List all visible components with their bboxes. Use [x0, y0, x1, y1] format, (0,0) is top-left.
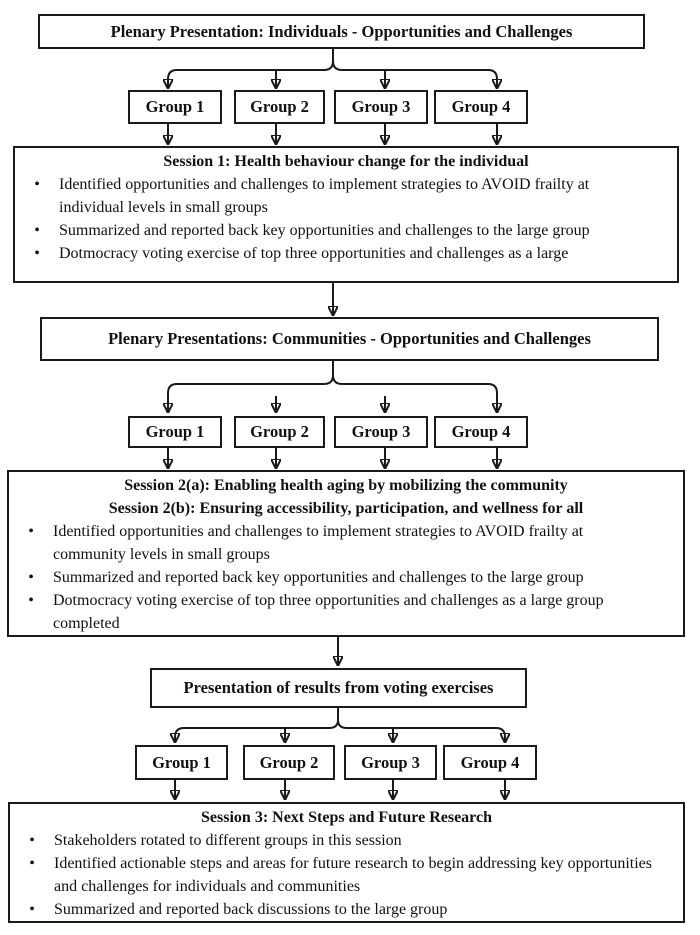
group-box-row1-3: Group 3 [334, 90, 428, 124]
bullet-marker: • [34, 222, 40, 239]
group-box-row1-1: Group 1 [128, 90, 222, 124]
bullet-text: Summarized and reported back key opportu… [59, 222, 590, 239]
bullet-item: • Identified actionable steps and areas … [10, 852, 683, 898]
group-label: Group 3 [351, 97, 411, 116]
bullet-marker: • [34, 245, 40, 262]
group-box-row3-3: Group 3 [344, 745, 437, 780]
group-box-row2-3: Group 3 [334, 416, 428, 448]
group-label: Group 4 [451, 97, 511, 116]
voting-results-title: Presentation of results from voting exer… [183, 678, 494, 698]
bullet-text: Dotmocracy voting exercise of top three … [59, 245, 569, 262]
fork-arrow [332, 49, 497, 89]
bullet-marker: • [28, 523, 34, 540]
group-box-row1-2: Group 2 [234, 90, 325, 124]
plenary-individuals-title: Plenary Presentation: Individuals - Oppo… [110, 21, 573, 41]
bullet-text: Identified opportunities and challenges … [59, 176, 590, 216]
session2-title-b: Session 2(b): Ensuring accessibility, pa… [108, 500, 584, 517]
bullet-text: Dotmocracy voting exercise of top three … [53, 592, 604, 632]
group-label: Group 2 [250, 422, 309, 441]
session2-box: Session 2(a): Enabling health aging by m… [7, 470, 685, 637]
session2-title-a: Session 2(a): Enabling health aging by m… [124, 477, 568, 494]
bullet-text: Summarized and reported back key opportu… [53, 569, 584, 586]
fork-arrow [332, 361, 497, 413]
session3-box: Session 3: Next Steps and Future Researc… [8, 802, 685, 923]
group-box-row2-2: Group 2 [234, 416, 325, 448]
group-label: Group 3 [361, 752, 420, 772]
group-box-row2-4: Group 4 [434, 416, 528, 448]
bullet-marker: • [28, 592, 34, 609]
group-label: Group 3 [351, 422, 411, 441]
session1-title: Session 1: Health behaviour change for t… [163, 153, 529, 170]
bullet-item: • Dotmocracy voting exercise of top thre… [9, 589, 683, 635]
bullet-marker: • [29, 901, 35, 918]
bullet-text: Stakeholders rotated to different groups… [54, 832, 402, 849]
bullet-item: • Summarized and reported back key oppor… [9, 566, 683, 589]
plenary-communities-box: Plenary Presentations: Communities - Opp… [40, 317, 659, 361]
session3-title: Session 3: Next Steps and Future Researc… [201, 809, 492, 826]
bullet-text: Identified actionable steps and areas fo… [54, 855, 653, 895]
fork-arrow [175, 708, 339, 743]
group-box-row2-1: Group 1 [128, 416, 222, 448]
group-label: Group 2 [259, 752, 319, 772]
group-label: Group 2 [250, 97, 309, 116]
group-label: Group 1 [145, 97, 205, 116]
voting-results-box: Presentation of results from voting exer… [150, 668, 527, 708]
group-box-row3-1: Group 1 [135, 745, 228, 780]
bullet-marker: • [29, 855, 35, 872]
bullet-item: • Identified opportunities and challenge… [15, 173, 677, 219]
bullet-item: • Stakeholders rotated to different grou… [10, 829, 683, 852]
session1-box: Session 1: Health behaviour change for t… [13, 146, 679, 283]
bullet-text: Summarized and reported back discussions… [54, 901, 448, 918]
bullet-text: Identified opportunities and challenges … [53, 523, 584, 563]
group-label: Group 1 [152, 752, 211, 772]
group-box-row3-4: Group 4 [443, 745, 537, 780]
group-label: Group 4 [460, 752, 520, 772]
bullet-marker: • [29, 832, 35, 849]
plenary-individuals-box: Plenary Presentation: Individuals - Oppo… [38, 14, 645, 49]
group-box-row3-2: Group 2 [243, 745, 335, 780]
group-label: Group 1 [145, 422, 205, 441]
fork-arrow [168, 361, 334, 413]
bullet-item: • Summarized and reported back key oppor… [15, 219, 677, 242]
fork-arrow [168, 49, 334, 89]
group-box-row1-4: Group 4 [434, 90, 528, 124]
group-label: Group 4 [451, 422, 511, 441]
bullet-item: • Identified opportunities and challenge… [9, 520, 683, 566]
bullet-marker: • [34, 176, 40, 193]
plenary-communities-title: Plenary Presentations: Communities - Opp… [108, 329, 591, 349]
bullet-item: • Dotmocracy voting exercise of top thre… [15, 242, 677, 265]
bullet-item: • Summarized and reported back discussio… [10, 898, 683, 921]
fork-arrow [337, 708, 505, 743]
bullet-marker: • [28, 569, 34, 586]
